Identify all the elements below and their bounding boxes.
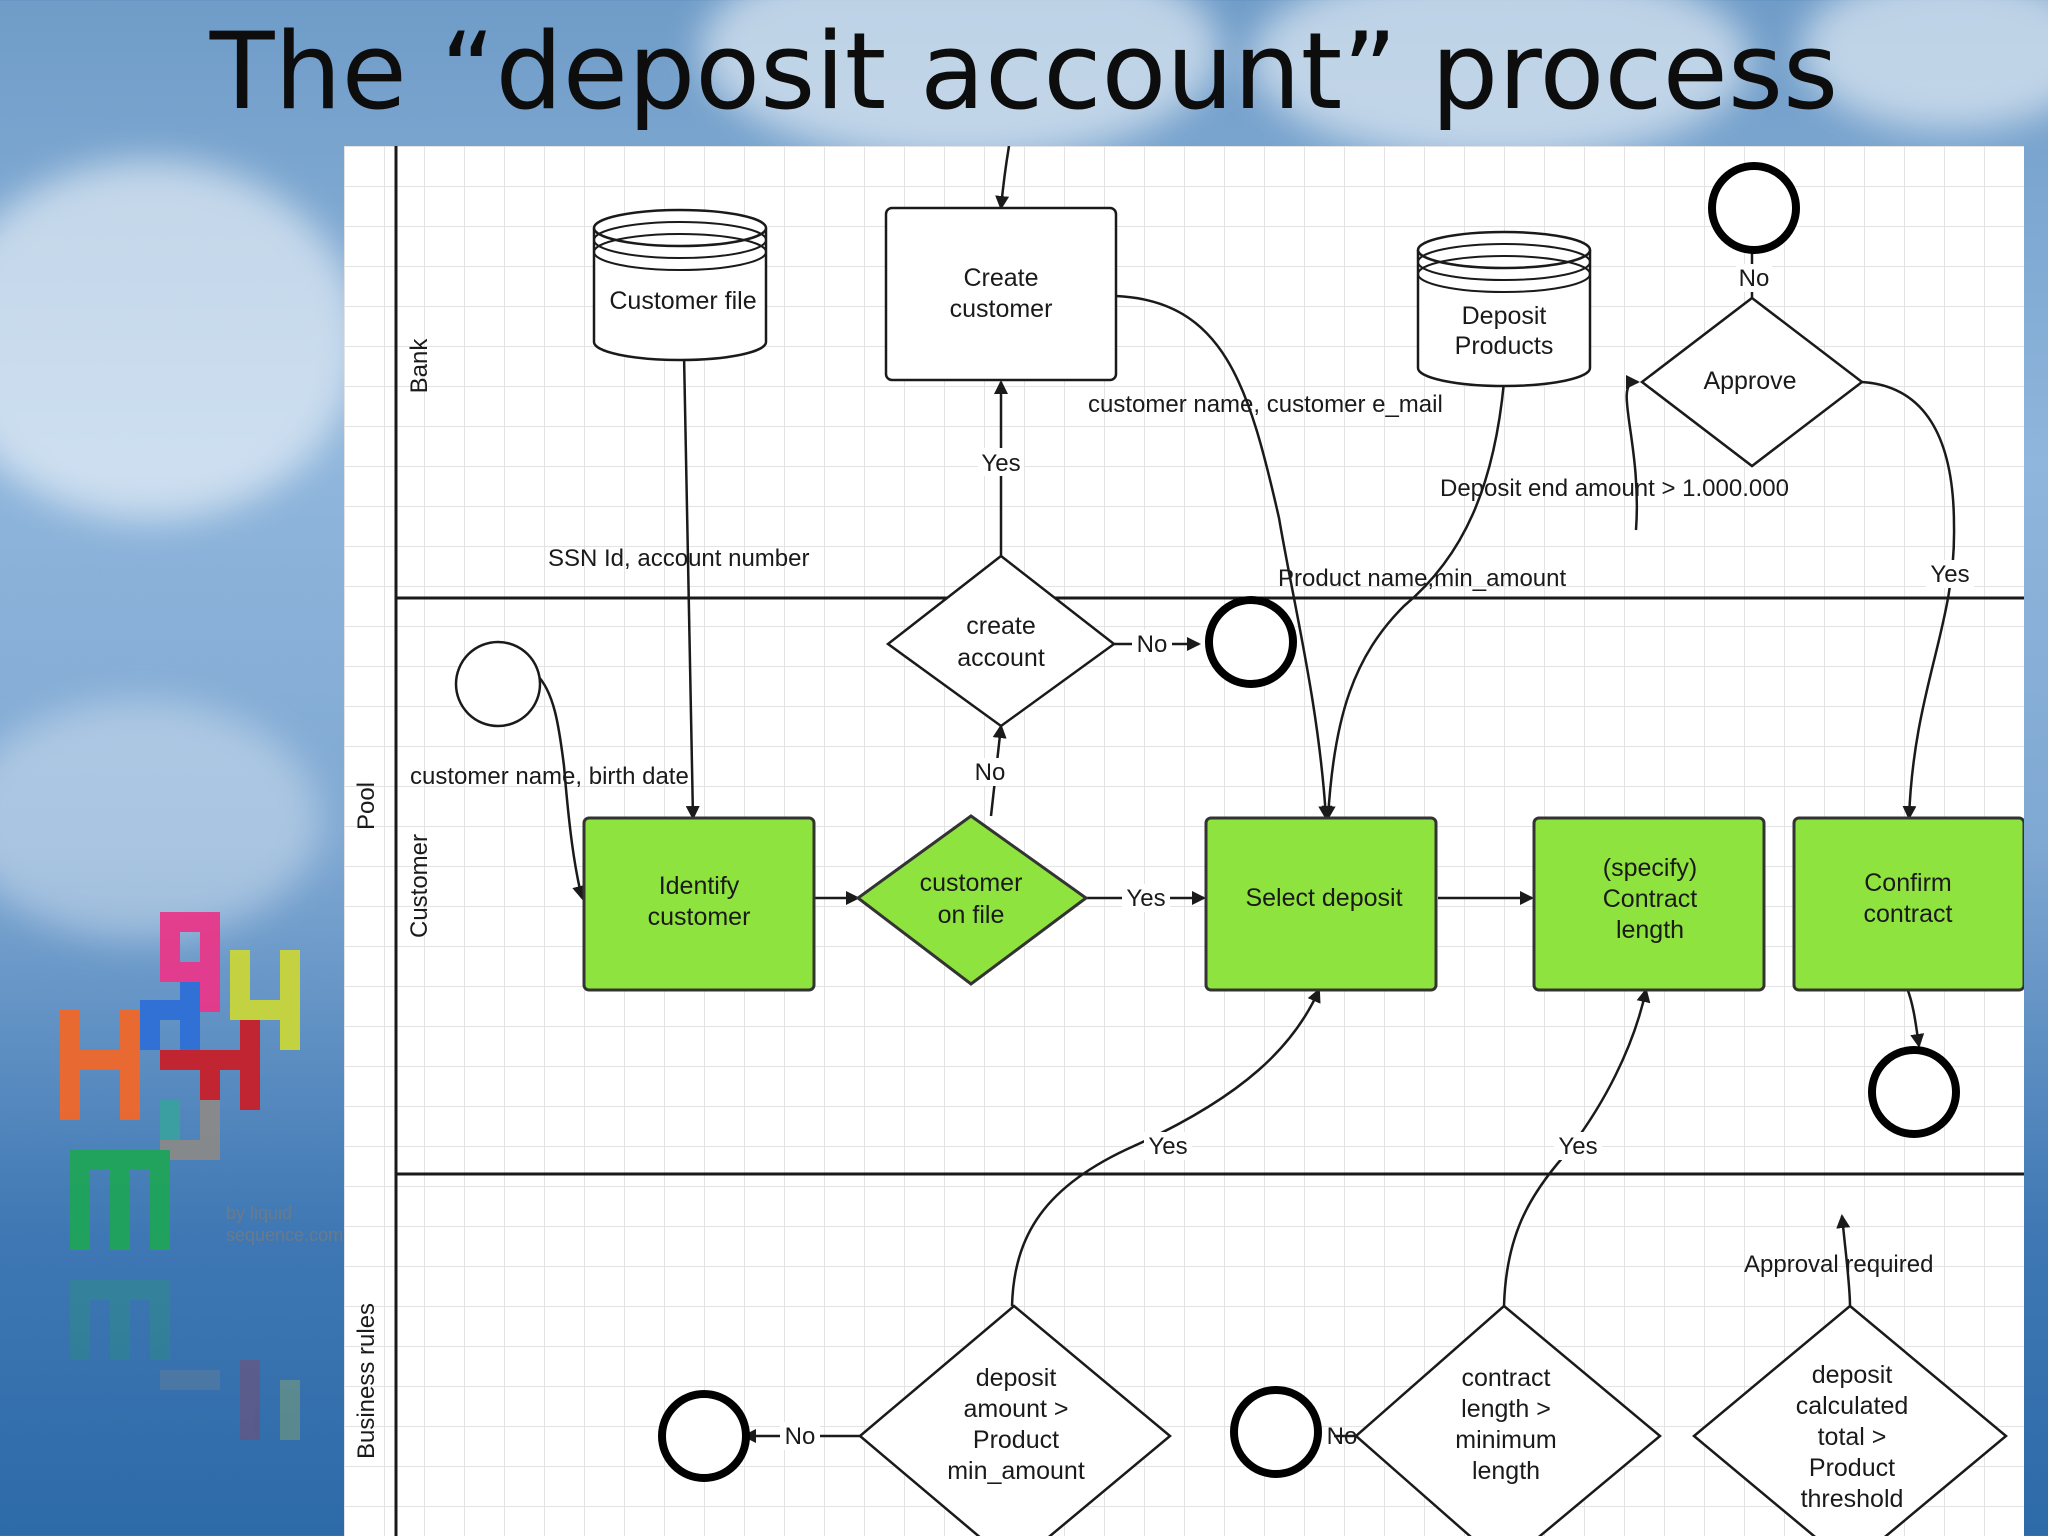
label-yes-on-file: Yes [1126,885,1165,912]
customer-on-file-label-1: customer [920,869,1023,897]
label-no-rule1: No [785,1423,816,1450]
logo-caption: by liquid sequence.com [226,1203,344,1245]
lane-label-business-rules: Business rules [353,1303,380,1459]
rule-min-length-label-3: minimum [1455,1426,1556,1454]
end-event-create-account-no[interactable] [1205,596,1297,688]
rule-threshold-gateway[interactable]: deposit calculated total > Product thres… [1692,1304,2008,1536]
rule-threshold-label-3: total > [1818,1423,1887,1451]
rule-min-amount-label-2: amount > [964,1395,1069,1423]
connector-confirm-end [1905,987,1925,1048]
create-customer-task[interactable]: Create customer [884,206,1118,382]
rule-min-amount-label-4: min_amount [947,1457,1085,1485]
deposit-products-datastore[interactable]: Deposit Products [1416,230,1592,388]
identify-customer-task[interactable]: Identify customer [582,816,816,992]
end-event-confirm[interactable] [1868,1046,1960,1138]
contract-length-task[interactable]: (specify) Contract length [1532,816,1766,992]
create-account-label-1: create [966,612,1035,640]
connector-incoming-create-customer [995,146,1011,210]
connector-rule-approve [1625,375,1640,531]
connector-start-identify [535,673,586,900]
rule-min-amount-label-3: Product [973,1426,1059,1454]
rule-threshold-label-5: threshold [1801,1485,1904,1513]
label-product-name-min: Product name,min_amount [1278,565,1566,592]
end-event-rule1-no[interactable] [658,1390,750,1482]
confirm-contract-task[interactable]: Confirm contract [1792,816,2024,992]
label-yes-create-customer: Yes [981,450,1020,477]
create-account-gateway[interactable]: create account [885,554,1117,728]
company-logo [60,912,300,1440]
rule-min-amount-gateway[interactable]: deposit amount > Product min_amount [858,1304,1172,1536]
customer-file-label: Customer file [609,287,756,315]
rule-min-length-label-4: length [1472,1457,1540,1485]
rule-threshold-label-1: deposit [1812,1361,1893,1389]
create-customer-label-1: Create [963,264,1038,292]
start-event[interactable] [454,640,542,728]
label-yes-approve: Yes [1930,561,1969,588]
contract-length-label-3: length [1616,916,1684,944]
lane-label-bank: Bank [406,338,433,394]
end-event-approve-no[interactable] [1708,162,1800,254]
deposit-products-label-2: Products [1455,332,1554,360]
process-diagram: Pool Bank Customer Business rules Custom… [344,146,2024,1536]
rule-threshold-label-4: Product [1809,1454,1895,1482]
end-event-rule2-no[interactable] [1230,1386,1322,1478]
connector-createcustomer-selectdeposit [1115,294,1333,820]
confirm-contract-label-1: Confirm [1864,869,1952,897]
identify-customer-label-1: Identify [659,872,740,900]
cloud [1250,0,1750,160]
label-customer-name-birth: customer name, birth date [410,763,689,790]
lane-label-pool: Pool [353,782,380,830]
connector-rule1-selectdeposit [1010,988,1321,1307]
create-customer-label-2: customer [950,295,1053,323]
customer-file-datastore[interactable]: Customer file [592,208,768,362]
cloud [0,160,360,520]
contract-length-label-2: Contract [1603,885,1698,913]
label-customer-name-email: customer name, customer e_mail [1088,391,1443,418]
customer-on-file-label-2: on file [938,901,1005,929]
customer-on-file-gateway[interactable]: customer on file [855,814,1089,986]
lane-label-customer: Customer [406,834,433,938]
deposit-products-label-1: Deposit [1462,302,1547,330]
connector-approve-confirm [1861,380,1956,820]
connector-rule3-approval [1836,1214,1852,1307]
label-no-approve: No [1739,265,1770,292]
rule-min-length-label-1: contract [1462,1364,1551,1392]
connector-depositproducts-selectdeposit [1321,381,1506,820]
rule-threshold-label-2: calculated [1796,1392,1909,1420]
rule-min-length-gateway[interactable]: contract length > minimum length [1354,1304,1662,1536]
label-no-rule2: No [1327,1423,1358,1450]
label-yes-rule1: Yes [1148,1133,1187,1160]
identify-customer-label-2: customer [648,903,751,931]
confirm-contract-label-2: contract [1864,900,1953,928]
label-approval-required: Approval required [1744,1251,1933,1278]
connector-customerfile-identify [682,353,700,820]
approve-label: Approve [1703,367,1796,395]
select-deposit-task[interactable]: Select deposit [1204,816,1438,992]
create-account-label-2: account [957,644,1045,672]
label-yes-rule2: Yes [1558,1133,1597,1160]
approve-gateway[interactable]: Approve [1639,296,1865,468]
select-deposit-label: Select deposit [1245,884,1402,912]
cloud [0,700,320,940]
label-deposit-end-amount: Deposit end amount > 1.000.000 [1440,475,1789,502]
rule-min-amount-label-1: deposit [976,1364,1057,1392]
label-no-create-account: No [1137,631,1168,658]
label-ssn-account: SSN Id, account number [548,545,809,572]
contract-length-label-1: (specify) [1603,854,1697,882]
slide-title: The “deposit account” process [209,10,1839,133]
rule-min-length-label-2: length > [1461,1395,1551,1423]
label-no-on-file: No [975,759,1006,786]
